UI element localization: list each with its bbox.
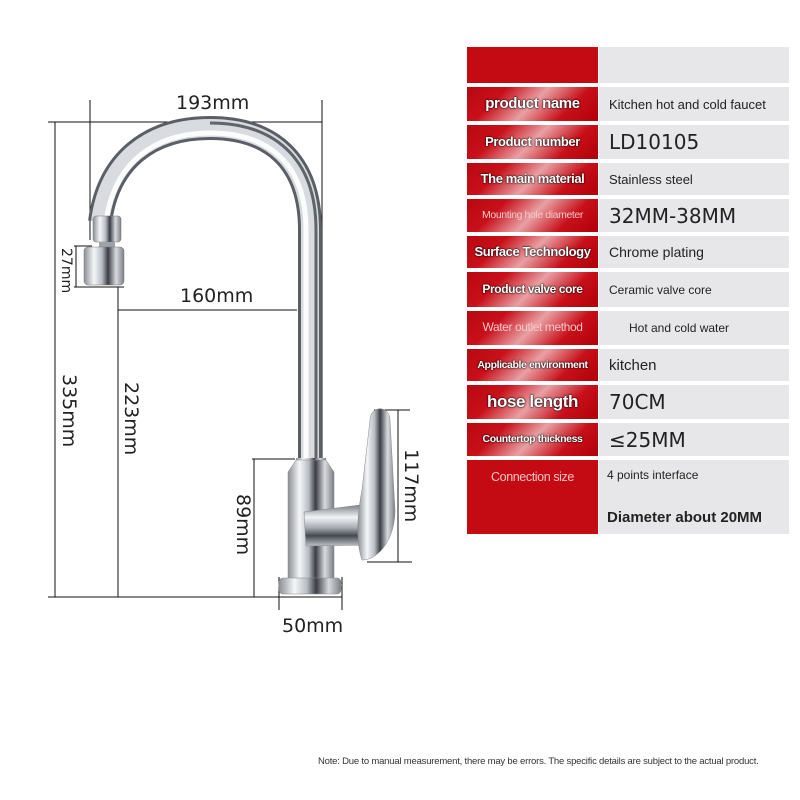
spec-key: The main material (467, 163, 598, 195)
measurement-note: Note: Due to manual measurement, there m… (318, 756, 759, 767)
spec-key: Mounting hole diameter (467, 199, 598, 232)
aerator-height-label: 27mm (58, 248, 74, 294)
spec-value-multiline: 4 points interface Diameter about 20MM (599, 460, 789, 534)
faucet-illustration (48, 100, 412, 610)
spec-value: LD10105 (599, 125, 789, 159)
spec-value: Ceramic valve core (599, 272, 789, 307)
spec-key: hose length (467, 385, 598, 419)
spec-key: Product valve core (467, 272, 598, 307)
table-row: The main material Stainless steel (467, 163, 789, 195)
spec-value: ≤25MM (599, 423, 789, 456)
spec-key: Water outlet method (467, 311, 598, 345)
header-key-cell (467, 47, 598, 83)
table-row: Countertop thickness ≤25MM (467, 423, 789, 456)
spec-value-line2: Diameter about 20MM (607, 509, 763, 526)
table-row: Connection size 4 points interface Diame… (467, 460, 789, 534)
spec-value: 32MM-38MM (599, 199, 789, 232)
base-diameter-label: 50mm (282, 615, 344, 637)
spec-key: Surface Technology (467, 236, 598, 268)
spec-value: Hot and cold water (599, 311, 789, 345)
spec-value: Chrome plating (599, 236, 789, 268)
handle-height-label: 117mm (400, 449, 422, 523)
table-row: Water outlet method Hot and cold water (467, 311, 789, 345)
table-row: Product valve core Ceramic valve core (467, 272, 789, 307)
spec-key: Connection size (467, 460, 598, 534)
outlet-reach-label: 160mm (180, 285, 254, 307)
dimension-lines (48, 100, 412, 610)
specification-table: product name Kitchen hot and cold faucet… (467, 47, 789, 538)
table-row: Product number LD10105 (467, 125, 789, 159)
body-height-label: 89mm (232, 494, 254, 556)
table-row: Mounting hole diameter 32MM-38MM (467, 199, 789, 232)
table-header-row (467, 47, 789, 83)
faucet-dimension-diagram: 193mm 27mm 160mm 335mm 223mm 89mm 117mm … (0, 0, 460, 660)
spout-reach-label: 193mm (176, 92, 250, 114)
table-row: Applicable environment kitchen (467, 349, 789, 381)
table-row: hose length 70CM (467, 385, 789, 419)
spec-value: 70CM (599, 385, 789, 419)
outlet-height-label: 223mm (120, 382, 142, 456)
spec-key: product name (467, 87, 598, 121)
header-value-cell (599, 47, 789, 83)
table-row: Surface Technology Chrome plating (467, 236, 789, 268)
spec-value: Stainless steel (599, 163, 789, 195)
spec-value: Kitchen hot and cold faucet (599, 87, 789, 121)
spec-value: kitchen (599, 349, 789, 381)
spec-key: Product number (467, 125, 598, 159)
table-row: product name Kitchen hot and cold faucet (467, 87, 789, 121)
total-height-label: 335mm (58, 374, 80, 448)
spec-value-line1: 4 points interface (607, 468, 699, 482)
spec-key: Countertop thickness (467, 423, 598, 456)
spec-key: Applicable environment (467, 349, 598, 381)
